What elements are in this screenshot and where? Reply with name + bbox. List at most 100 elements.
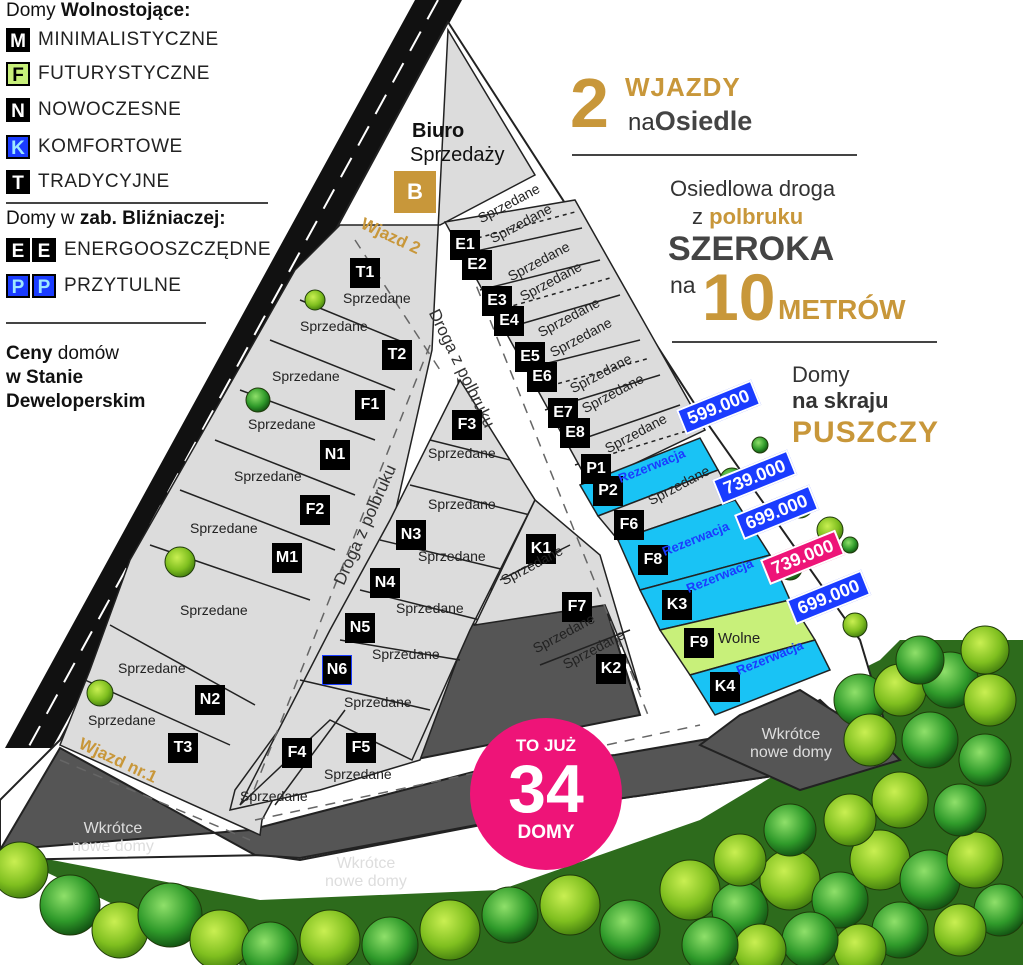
legend-code-p2: P — [32, 274, 56, 298]
tree — [681, 916, 739, 965]
legend-item-cozy: P P PRZYTULNE — [6, 274, 181, 298]
tree — [811, 871, 869, 929]
sold-label: Sprzedane — [180, 602, 248, 618]
legend-label-f: FUTURYSTYCZNE — [38, 63, 210, 84]
legend-item-traditional: T TRADYCYJNE — [6, 170, 170, 194]
legend-item-energy: E E ENERGOOSZCZĘDNE — [6, 238, 271, 262]
plot-n3[interactable]: N3 — [396, 520, 426, 550]
office-line1: Biuro — [412, 120, 465, 142]
plot-f3[interactable]: F3 — [452, 410, 482, 440]
legend-semi-title: Domy w zab. Bliźniaczej: — [6, 208, 226, 230]
tree — [164, 546, 196, 578]
plot-f8[interactable]: F8 — [638, 545, 668, 575]
tree — [39, 874, 101, 936]
tree — [901, 711, 959, 769]
office-badge[interactable]: B — [394, 171, 436, 213]
plot-t1[interactable]: T1 — [350, 258, 380, 288]
sold-label: Sprzedane — [240, 788, 308, 804]
plot-f7[interactable]: F7 — [562, 592, 592, 622]
tree — [713, 833, 767, 887]
tree — [137, 882, 203, 948]
office-line2: Sprzedaży — [410, 144, 505, 166]
forest-line1: Domy — [792, 362, 850, 387]
plot-f1[interactable]: F1 — [355, 390, 385, 420]
plot-e2[interactable]: E2 — [462, 250, 492, 280]
tree — [189, 909, 251, 965]
sold-label: Sprzedane — [88, 712, 156, 728]
plot-f5[interactable]: F5 — [346, 733, 376, 763]
road-line2-prefix: z — [692, 204, 703, 229]
road-number: 10 — [702, 260, 776, 334]
sold-label: Sprzedane — [396, 600, 464, 616]
asphalt-road — [5, 0, 462, 749]
plot-m1[interactable]: M1 — [272, 543, 302, 573]
legend-title-prefix: Domy — [6, 0, 56, 21]
soon-area-1-line1: Wkrótce — [83, 820, 143, 837]
sold-label: Sprzedane — [272, 368, 340, 384]
legend-code-e: E — [6, 238, 30, 262]
legend-label-p: PRZYTULNE — [64, 275, 182, 296]
plot-k4[interactable]: K4 — [710, 672, 740, 702]
tree — [963, 673, 1017, 727]
sold-label: Sprzedane — [418, 548, 486, 564]
trees — [0, 289, 1023, 965]
road-line1: Osiedlowa droga — [670, 176, 836, 201]
plot-n5[interactable]: N5 — [345, 613, 375, 643]
legend-code-t: T — [6, 170, 30, 194]
badge-number: 34 — [508, 751, 584, 827]
prices-note-2: domów — [57, 343, 119, 364]
prices-note: Ceny domów w Stanie Deweloperskim — [6, 342, 145, 414]
tree — [895, 635, 945, 685]
legend-label-m: MINIMALISTYCZNE — [38, 29, 219, 50]
homes-count-badge: TO JUŻ 34 DOMY — [470, 718, 622, 870]
legend-semi-prefix: Domy w — [6, 208, 75, 229]
tree — [659, 859, 721, 921]
plot-e6[interactable]: E6 — [527, 362, 557, 392]
soon-area-3-line1: Wkrótce — [761, 726, 821, 743]
tree — [842, 612, 868, 638]
prices-note-4: Deweloperskim — [6, 391, 146, 412]
plot-f4[interactable]: F4 — [282, 738, 312, 768]
tree — [539, 874, 601, 936]
plot-k3[interactable]: K3 — [662, 590, 692, 620]
plot-t3[interactable]: T3 — [168, 733, 198, 763]
legend-title-bold: Wolnostojące: — [60, 0, 191, 21]
tree — [759, 849, 821, 911]
plot-n1[interactable]: N1 — [320, 440, 350, 470]
plot-n2[interactable]: N2 — [195, 685, 225, 715]
tree — [245, 387, 271, 413]
road-unit: METRÓW — [778, 294, 906, 325]
tree — [361, 916, 419, 965]
plot-e8[interactable]: E8 — [560, 418, 590, 448]
entries-word: WJAZDY — [625, 72, 741, 102]
legend-code-m: M — [6, 28, 30, 52]
plot-n6[interactable]: N6 — [322, 655, 352, 685]
tree — [871, 771, 929, 829]
plot-f2[interactable]: F2 — [300, 495, 330, 525]
info-divider-2 — [672, 341, 937, 343]
legend-label-e: ENERGOOSZCZĘDNE — [64, 239, 272, 260]
soon-area-2-line1: Wkrótce — [336, 855, 396, 872]
tree — [481, 886, 539, 944]
sold-label: Sprzedane — [428, 496, 496, 512]
soon-area-1-line2: nowe domy — [72, 838, 154, 855]
tree — [763, 803, 817, 857]
free-label: Wolne — [718, 630, 761, 647]
legend-divider — [6, 202, 268, 204]
plot-e4[interactable]: E4 — [494, 306, 524, 336]
plot-k1[interactable]: K1 — [526, 534, 556, 564]
plot-t2[interactable]: T2 — [382, 340, 412, 370]
plot-p2[interactable]: P2 — [593, 476, 623, 506]
tree — [241, 921, 299, 965]
legend-semi-bold: zab. Bliźniaczej: — [79, 208, 226, 229]
plot-n4[interactable]: N4 — [370, 568, 400, 598]
legend-item-futuristic: F FUTURYSTYCZNE — [6, 62, 210, 86]
plot-f6[interactable]: F6 — [614, 510, 644, 540]
tree — [946, 831, 1004, 889]
legend-item-comfort: K KOMFORTOWE — [6, 135, 183, 159]
plot-f9[interactable]: F9 — [684, 628, 714, 658]
tree — [751, 436, 769, 454]
sold-label: Sprzedane — [428, 445, 496, 461]
badge-line2: DOMY — [517, 822, 575, 843]
plot-k2[interactable]: K2 — [596, 654, 626, 684]
